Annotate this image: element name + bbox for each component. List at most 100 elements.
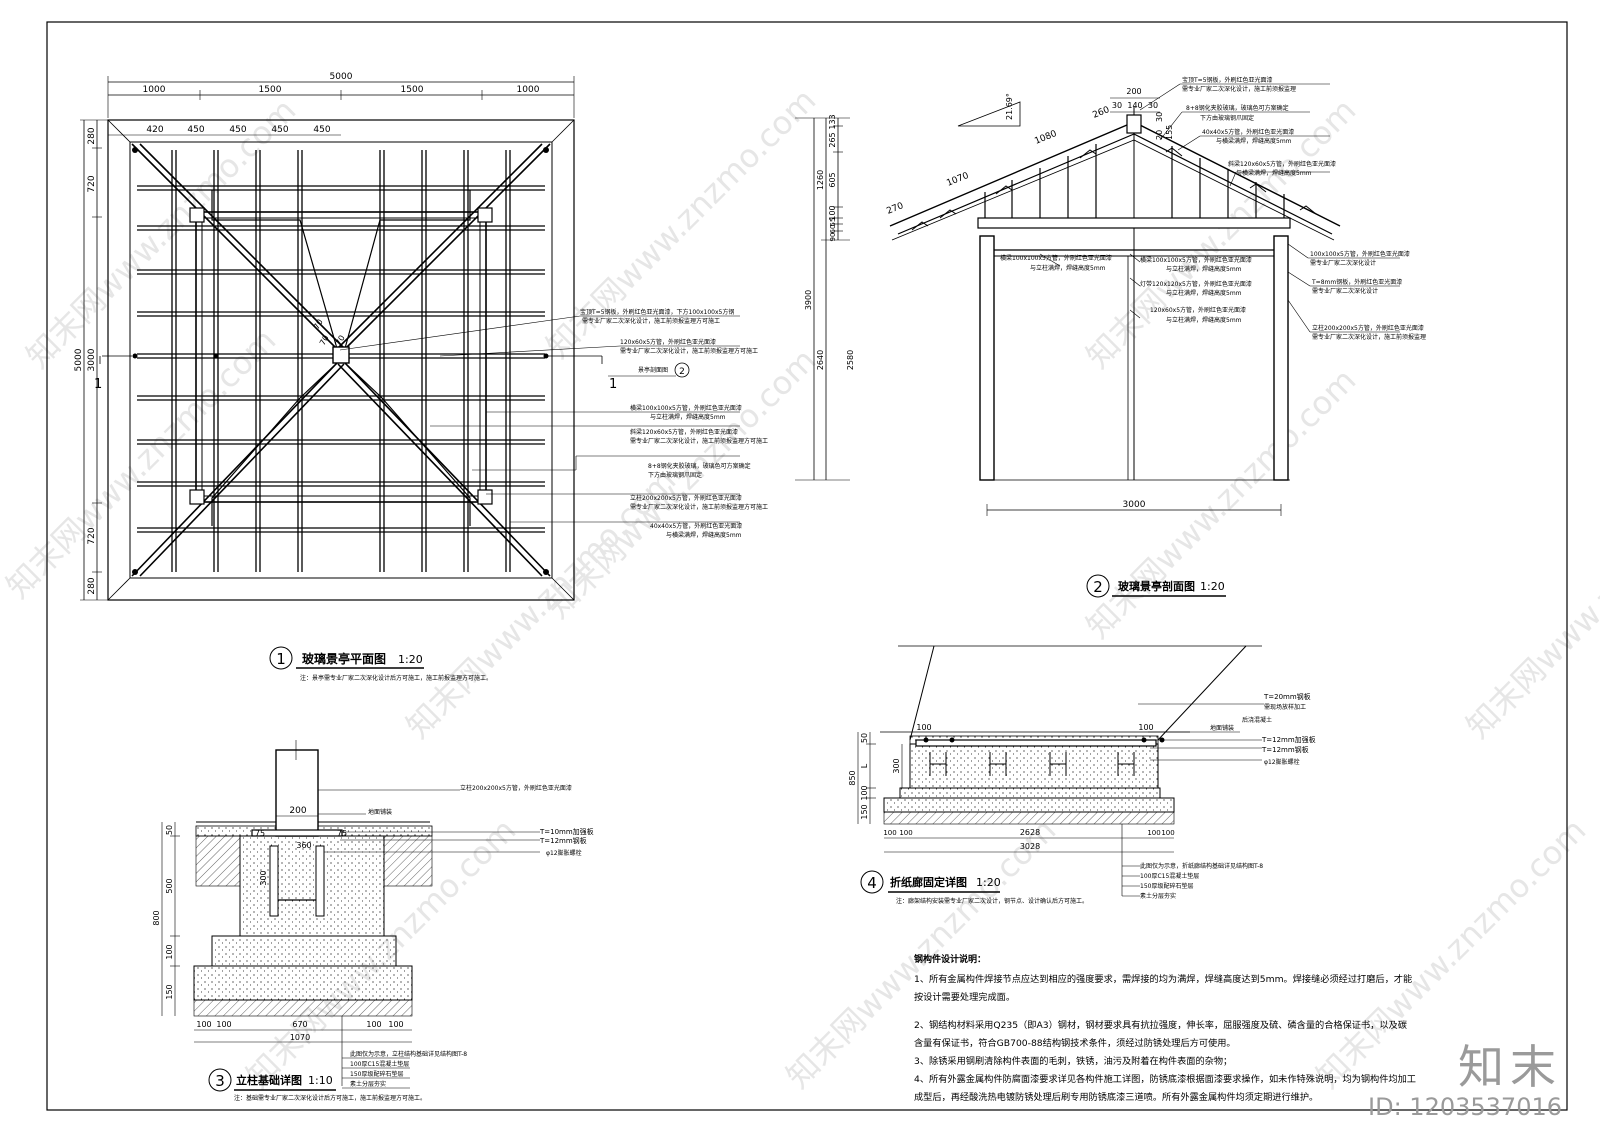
dim-text: 70 — [312, 318, 325, 331]
note-text: 下方由玻璃钢爪固定 — [648, 471, 702, 479]
dim-text: 100 — [860, 785, 869, 800]
note-text: 120x60x5方管，外刷红色亚光面漆 — [620, 338, 716, 346]
dim-text: 133 — [828, 114, 837, 129]
note-text: T=8mm钢板，外刷红色亚光面漆 — [1311, 278, 1402, 286]
note-text: 斜梁120x60x5方管，外刷红色亚光面漆 — [630, 428, 738, 436]
dim-text: 20 — [1155, 130, 1164, 140]
title-number: 3 — [215, 1072, 225, 1090]
notes-line: 1、所有金属构件焊接节点应达到相应的强度要求，需焊接的均为满焊，焊缝高度达到5m… — [914, 973, 1412, 985]
note-text: 地面铺装 — [368, 808, 392, 816]
dim-text: 450 — [229, 125, 246, 135]
dim-text: 30 — [1155, 112, 1164, 122]
note-text: 与立柱满焊，焊缝高度5mm — [1166, 316, 1242, 324]
dim-text: 1500 — [259, 85, 282, 95]
dim-text: 75 — [337, 829, 347, 838]
title-number: 2 — [1093, 578, 1103, 596]
note-text: 40x40x5方管，外刷红色亚光面漆 — [650, 522, 742, 530]
dim-text: 300 — [892, 758, 901, 773]
fold-detail-title: 4 折纸廊固定详图 1:20 注：廊架结构安装需专业厂家二次设计，钢节点、设计确… — [860, 870, 1088, 905]
dim-text: 100 — [883, 829, 896, 837]
note-text: 150厚级配碎石垫层 — [1140, 882, 1193, 890]
brand-badge: 知末 ID: 1203537016 — [1368, 1041, 1562, 1121]
dim-text: 70 — [318, 334, 331, 347]
dim-text: 450 — [313, 125, 330, 135]
notes-line: 按设计需要处理完成面。 — [914, 991, 1015, 1003]
note-text: 立柱200x200x5方管，外刷红色亚光面漆 — [460, 784, 572, 792]
note-text: 120x60x5方管，外刷红色亚光面漆 — [1150, 306, 1246, 314]
note-text: 需专业厂家二次深化设计，施工前须报监理方可施工 — [620, 347, 758, 355]
notes-line: 4、所有外露金属构件防腐面漆要求详见各构件施工详图，防锈底漆根据面漆要求操作，如… — [914, 1073, 1416, 1085]
watermark-text: 知末网www.znzmo.com — [1079, 361, 1364, 646]
dim-text: 800 — [152, 910, 161, 925]
note-text: 需专业厂家二次深化设计，施工前须报监理方可施工 — [630, 437, 768, 445]
dim-text: 100 — [828, 205, 837, 220]
dim-text: 1000 — [517, 85, 540, 95]
dim-text: 200 — [289, 806, 306, 816]
note-text: φ12膨胀螺栓 — [546, 849, 582, 857]
note-text: 宝顶T=5钢板，外刷红色亚光面漆 — [1182, 76, 1273, 84]
dim-text: 90 — [829, 233, 837, 242]
dim-text: 5000 — [330, 72, 353, 82]
dim-text: 140 — [1127, 101, 1142, 110]
dim-text: 150 — [165, 984, 174, 999]
dim-text: 360 — [296, 841, 311, 850]
dim-text: 100 — [165, 944, 174, 959]
sheet-border — [46, 21, 1568, 1111]
dim-text: 1260 — [816, 170, 825, 190]
dim-text: 100 — [1161, 829, 1174, 837]
fold-detail-view — [857, 645, 1264, 897]
dim-text: L — [860, 763, 869, 768]
note-text: 横梁100x100x5方管，外刷红色亚光面漆 — [1140, 256, 1252, 264]
drawing-note: 注：廊架结构安装需专业厂家二次设计，钢节点、设计确认后方可施工。 — [896, 897, 1088, 905]
dim-text: 100 — [216, 1020, 231, 1029]
note-text: 需专业厂家二次深化设计 — [1310, 259, 1376, 267]
note-text: 下方由玻璃钢爪固定 — [1200, 114, 1254, 122]
dim-text: 60 — [829, 225, 837, 234]
drawing-scale: 1:20 — [1200, 580, 1225, 593]
note-text: 需现场放样加工 — [1264, 703, 1306, 711]
dim-text: 3000 — [1123, 500, 1146, 510]
dim-text: 280 — [87, 127, 97, 144]
dim-text: 420 — [146, 125, 163, 135]
note-text: T=10mm加强板 — [539, 827, 594, 836]
dim-text: 850 — [848, 770, 857, 785]
watermark-text: 知末网www.znzmo.com — [779, 811, 1063, 1096]
note-text: 横梁100x100x5方管，外刷红色亚光面漆 — [1000, 254, 1112, 262]
dim-text: 100 — [1147, 829, 1160, 837]
drawing-title: 玻璃景亭平面图 — [302, 651, 386, 666]
dim-text: 200 — [1126, 87, 1141, 96]
title-number: 4 — [867, 874, 877, 892]
notes-line: 含量有保证书，符合GB700-88结构钢技术条件，须经过防锈处理后方可使用。 — [914, 1037, 1236, 1049]
note-text: 8+8钢化夹胶玻璃，玻璃色可方案确定 — [648, 462, 751, 470]
dim-text: 270 — [885, 201, 905, 217]
drawing-note: 注：景亭需专业厂家二次深化设计后方可施工，施工前报监理方可施工。 — [300, 674, 492, 682]
note-text: 宝顶T=5钢板，外刷红色亚光面漆，下方100x100x5方钢 — [580, 308, 734, 316]
dim-text: 720 — [87, 175, 97, 192]
dim-text: 670 — [292, 1020, 307, 1029]
note-text: 100厚C15混凝土垫层 — [350, 1060, 409, 1068]
drawing-title: 折纸廊固定详图 — [890, 875, 967, 889]
dim-text: 100 — [916, 723, 931, 732]
section-annotations: 宝顶T=5钢板，外刷红色亚光面漆 需专业厂家二次深化设计，施工前须报监理 8+8… — [1000, 76, 1426, 341]
note-text: 需专业厂家二次深化设计，施工前须报监理方可施工 — [630, 503, 768, 511]
dim-text: 2628 — [1020, 828, 1040, 837]
column-base-dimensions: 200 360 75 75 300 50 500 100 150 800 100… — [152, 806, 404, 1042]
note-text: 100厚C15混凝土垫层 — [1140, 872, 1199, 880]
column-base-view — [161, 740, 540, 1089]
dim-text: 5000 — [74, 348, 84, 371]
drawing-title: 玻璃景亭剖面图 — [1118, 579, 1195, 593]
dim-text: 1080 — [1033, 129, 1058, 147]
fold-detail-annotations: T=20mm钢板 需现场放样加工 后浇混凝土 地面铺装 T=12mm加强板 T=… — [1140, 692, 1316, 900]
note-text: T=20mm钢板 — [1263, 692, 1311, 701]
dim-text: 2580 — [846, 350, 855, 370]
dim-text: 150 — [860, 804, 869, 819]
note-text: 100x100x5方管，外刷红色亚光面漆 — [1310, 250, 1410, 258]
note-text: 地面铺装 — [1210, 724, 1234, 732]
note-text: 40x40x5方管，外刷红色亚光面漆 — [1202, 128, 1294, 136]
note-text: 需专业厂家二次深化设计，施工前须报监理方可施工 — [582, 317, 720, 325]
dim-text: 2640 — [816, 350, 825, 370]
watermark-text: 知末网www.znzmo.com — [1459, 461, 1600, 746]
notes-line: 2、钢结构材料采用Q235（即A3）钢材，钢材要求具有抗拉强度，伸长率，屈服强度… — [914, 1019, 1407, 1031]
column-base-annotations: 立柱200x200x5方管，外刷红色亚光面漆 地面铺装 T=10mm加强板 T=… — [350, 784, 594, 1088]
